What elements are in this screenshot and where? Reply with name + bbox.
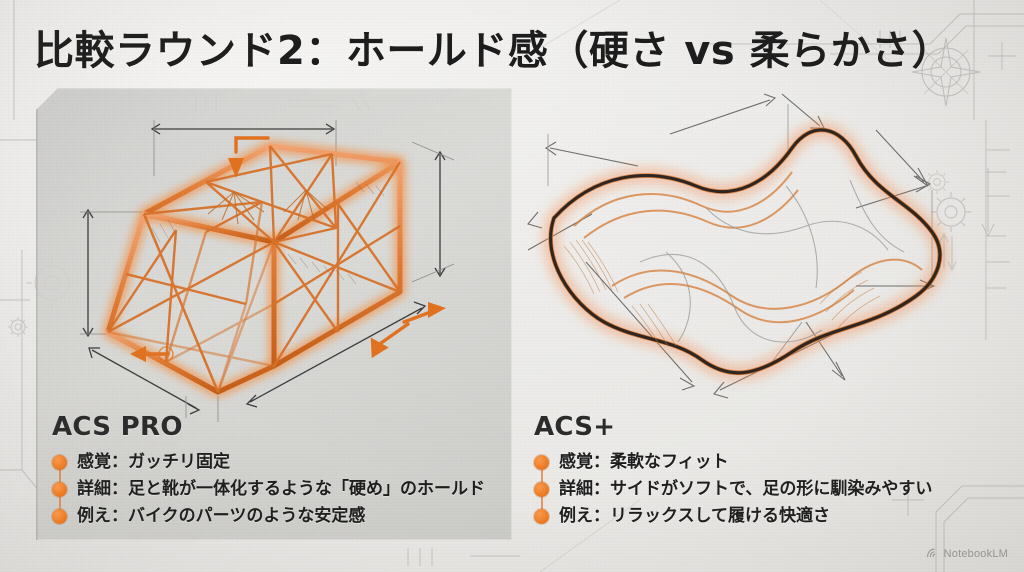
bullet-dot-icon [52,482,67,497]
bullet-dot-icon [534,455,549,470]
notebooklm-logo-icon [926,547,939,560]
right-bullet-list: 感覚：柔軟なフィット 詳細：サイドがソフトで、足の形に馴染みやすい 例え：リラッ… [534,450,1004,529]
list-item: 詳細：サイドがソフトで、足の形に馴染みやすい [534,477,1004,502]
left-text-block: ACS PRO 感覚：ガッチリ固定 詳細：足と靴が一体化するような「硬め」のホー… [52,412,502,531]
list-item: 感覚：柔軟なフィット [534,450,1004,475]
list-item: 例え：バイクのパーツのような安定感 [52,504,502,529]
bullet-text: 例え：リラックスして履ける快適さ [559,506,830,526]
bullet-dot-icon [52,509,67,524]
list-item: 感覚：ガッチリ固定 [52,450,502,475]
notebooklm-label: NotebookLM [943,547,1008,560]
list-item: 詳細：足と靴が一体化するような「硬め」のホールド [52,477,502,502]
left-bullet-list: 感覚：ガッチリ固定 詳細：足と靴が一体化するような「硬め」のホールド 例え：バイ… [52,450,502,529]
left-heading: ACS PRO [52,412,183,442]
right-heading: ACS+ [534,412,616,442]
bullet-text: 感覚：ガッチリ固定 [77,452,230,472]
bullet-dot-icon [534,482,549,497]
notebooklm-watermark: NotebookLM [926,547,1008,560]
bullet-text: 詳細：サイドがソフトで、足の形に馴染みやすい [559,479,933,499]
rigid-lattice-truss-illustration [56,96,496,426]
bullet-text: 詳細：足と靴が一体化するような「硬め」のホールド [77,479,485,499]
bullet-dot-icon [52,455,67,470]
right-text-block: ACS+ 感覚：柔軟なフィット 詳細：サイドがソフトで、足の形に馴染みやすい 例… [534,412,1004,531]
bullet-text: 感覚：柔軟なフィット [559,452,729,472]
bullet-text: 例え：バイクのパーツのような安定感 [77,506,366,526]
list-item: 例え：リラックスして履ける快適さ [534,504,1004,529]
bullet-dot-icon [534,509,549,524]
slide-title: 比較ラウンド2：ホールド感（硬さ vs 柔らかさ） [34,28,953,74]
soft-wavy-cushion-illustration [520,90,970,430]
